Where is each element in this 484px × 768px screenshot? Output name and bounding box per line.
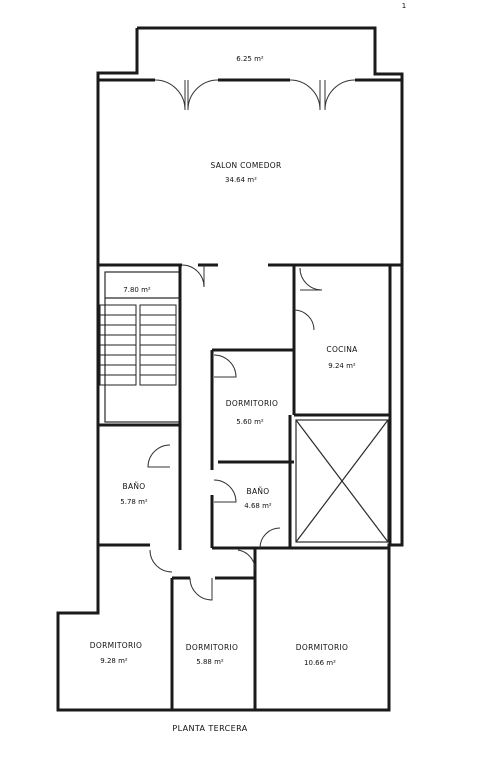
outer-walls bbox=[56, 26, 404, 712]
bano1-area: 5.78 m² bbox=[120, 498, 148, 506]
dorm2-name: DORMITORIO bbox=[90, 641, 142, 650]
stairs bbox=[99, 304, 177, 386]
dorm1-name: DORMITORIO bbox=[226, 399, 278, 408]
room-labels: 6.25 m² SALON COMEDOR 34.64 m² 7.80 m² C… bbox=[90, 55, 358, 667]
salon-name: SALON COMEDOR bbox=[211, 161, 282, 170]
bano1-name: BAÑO bbox=[123, 482, 146, 491]
escalera-area: 7.80 m² bbox=[123, 286, 151, 294]
terrace-wall bbox=[98, 78, 402, 111]
bano2-area: 4.68 m² bbox=[244, 502, 272, 510]
terraza-area: 6.25 m² bbox=[236, 55, 264, 63]
bano2-name: BAÑO bbox=[247, 487, 270, 496]
dorm3-area: 5.88 m² bbox=[196, 658, 224, 666]
dorm4-name: DORMITORIO bbox=[296, 643, 348, 652]
cocina-name: COCINA bbox=[326, 345, 358, 354]
page-mark: 1 bbox=[402, 2, 406, 10]
dorm1-area: 5.60 m² bbox=[236, 418, 264, 426]
dorm2-area: 9.28 m² bbox=[100, 657, 128, 665]
stair-block bbox=[98, 264, 205, 427]
salon-area: 34.64 m² bbox=[225, 176, 257, 184]
plan-title: PLANTA TERCERA bbox=[172, 724, 247, 733]
dorm3-name: DORMITORIO bbox=[186, 643, 238, 652]
cocina-area: 9.24 m² bbox=[328, 362, 356, 370]
interior-walls bbox=[98, 265, 392, 710]
dorm4-area: 10.66 m² bbox=[304, 659, 336, 667]
